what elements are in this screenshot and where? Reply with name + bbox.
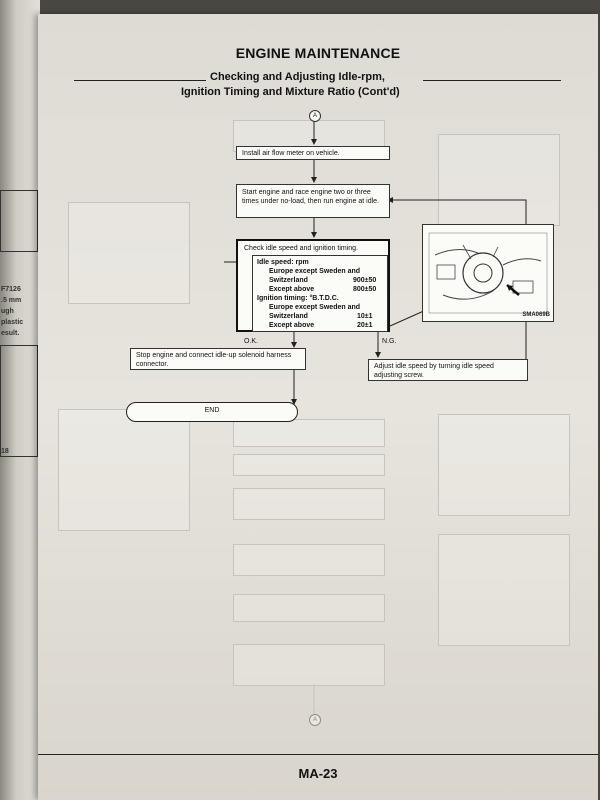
connector-a-bottom: A	[309, 714, 321, 726]
connector-a-top: A	[309, 110, 321, 122]
adjacent-page-text: F7126	[1, 286, 21, 293]
check-idle-and-timing-box: Check idle speed and ignition timing. Id…	[236, 239, 390, 332]
show-through-box	[233, 488, 385, 520]
spec-row-label: Switzerland	[269, 313, 308, 320]
engine-illustration	[428, 232, 548, 314]
show-through-box	[68, 202, 190, 304]
step-install-air-flow-meter: Install air flow meter on vehicle.	[236, 146, 390, 160]
step-stop-engine-connect-solenoid: Stop engine and connect idle-up solenoid…	[130, 348, 306, 370]
spec-row-label: Switzerland	[269, 277, 308, 284]
adjacent-page-text: plastic	[1, 319, 24, 326]
step-text: Start engine and race engine two or thre…	[242, 189, 379, 205]
adjacent-page-text: ugh	[1, 308, 14, 315]
spec-row-value: 800±50	[353, 286, 377, 293]
photo-code: SMA069B	[522, 312, 550, 318]
show-through-box	[233, 594, 385, 622]
adjacent-page-figure	[0, 345, 38, 457]
adjacent-page-edge: F7126 .5 mm ugh plastic esult. 18	[0, 0, 40, 800]
spec-row-label: Except above	[269, 286, 315, 293]
step-text: Stop engine and connect idle-up solenoid…	[136, 352, 292, 368]
spec-panel: Idle speed: rpm Europe except Sweden and…	[252, 255, 388, 332]
spec-row-value: 20±1	[357, 322, 373, 329]
check-heading: Check idle speed and ignition timing.	[244, 245, 359, 252]
footer-rule	[38, 754, 598, 755]
spec-row-value: 10±1	[357, 313, 373, 320]
title-rule-left	[74, 80, 206, 81]
flowchart-connectors	[224, 121, 527, 714]
idle-speed-label: Idle speed: rpm	[257, 259, 309, 266]
ignition-timing-label: Ignition timing: °B.T.D.C.	[257, 295, 339, 302]
ok-label: O.K.	[244, 338, 259, 345]
show-through-box	[233, 419, 385, 447]
page-title: ENGINE MAINTENANCE	[235, 45, 401, 61]
show-through-box	[438, 534, 570, 646]
spec-row-label: Europe except Sweden and	[269, 304, 361, 311]
step-start-and-race-engine: Start engine and race engine two or thre…	[236, 184, 390, 218]
title-rule-right	[423, 80, 561, 81]
adjacent-page-text: esult.	[1, 330, 20, 337]
engine-photo: SMA069B	[422, 224, 554, 322]
show-through-box	[438, 414, 570, 516]
end-terminator: END	[126, 402, 298, 422]
show-through-box	[233, 644, 385, 686]
spec-row-label: Europe except Sweden and	[269, 268, 361, 275]
step-text: Install air flow meter on vehicle.	[242, 150, 340, 157]
section-subtitle-line2: Ignition Timing and Mixture Ratio (Cont'…	[181, 86, 400, 98]
spec-row-label: Except above	[269, 322, 315, 329]
step-adjust-idle-speed: Adjust idle speed by turning idle speed …	[368, 359, 528, 381]
show-through-box	[233, 544, 385, 576]
show-through-box	[233, 454, 385, 476]
adjacent-page-figure	[0, 190, 38, 252]
page-number: MA-23	[298, 766, 338, 781]
ng-label: N.G.	[382, 338, 397, 345]
adjacent-page-text: .5 mm	[1, 297, 22, 304]
spec-row-value: 900±50	[353, 277, 377, 284]
show-through-box	[438, 134, 560, 226]
manual-page: ENGINE MAINTENANCE Checking and Adjustin…	[38, 14, 598, 800]
section-subtitle-line1: Checking and Adjusting Idle-rpm,	[210, 71, 385, 83]
adjacent-page-text: 18	[1, 448, 9, 455]
show-through-box	[58, 409, 190, 531]
step-text: Adjust idle speed by turning idle speed …	[374, 363, 494, 379]
